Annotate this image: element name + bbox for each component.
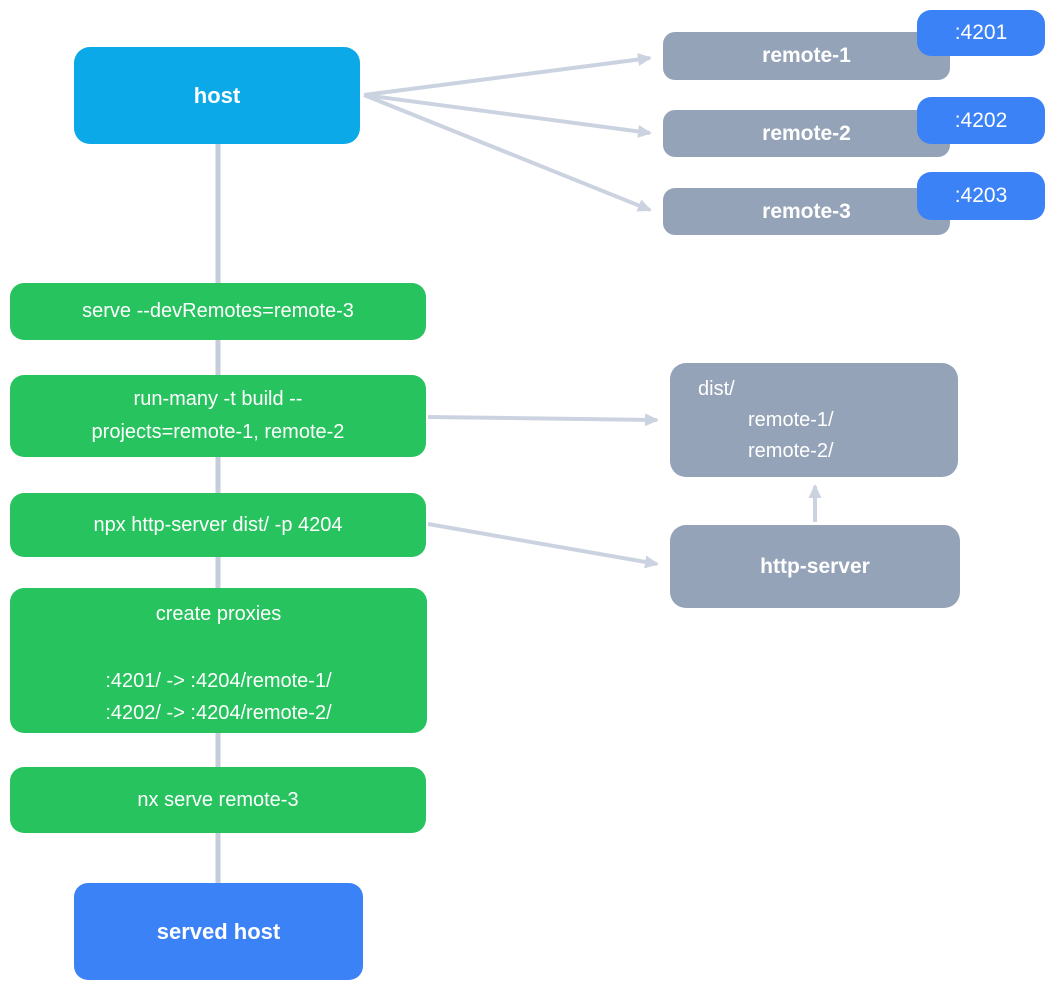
remote-3-label: remote-3: [762, 199, 851, 223]
host-label: host: [193, 82, 241, 108]
http-server-node: http-server: [670, 525, 960, 608]
run-many-line-2: projects=remote-1, remote-2: [91, 421, 345, 443]
nx-serve-label: nx serve remote-3: [137, 788, 299, 811]
proxy-mapping-2: :4202/ -> :4204/remote-2/: [105, 702, 332, 724]
arrow-npx-to-http-server: [427, 522, 659, 569]
port-badge-4201: :4201: [917, 10, 1045, 56]
step-run-many-build: run-many -t build -- projects=remote-1, …: [10, 375, 426, 457]
arrow-host-to-remote-1: [363, 53, 652, 97]
port-4202-label: :4202: [954, 108, 1008, 132]
port-4203-label: :4203: [954, 184, 1008, 207]
remote-1-node: remote-1: [663, 32, 950, 80]
port-4201-label: :4201: [954, 21, 1008, 44]
remote-2-label: remote-2: [762, 121, 851, 145]
port-badge-4202: :4202: [917, 97, 1045, 144]
arrow-host-to-remote-2: [363, 93, 652, 138]
host-node: host: [74, 47, 360, 144]
dist-remote-2-label: remote-2/: [748, 439, 834, 462]
remote-3-node: remote-3: [663, 188, 950, 235]
port-badge-4203: :4203: [917, 172, 1045, 220]
step-npx-http-server: npx http-server dist/ -p 4204: [10, 493, 426, 557]
dist-folder-node: dist/ remote-1/ remote-2/: [670, 363, 958, 477]
step-create-proxies: create proxies :4201/ -> :4204/remote-1/…: [10, 588, 427, 733]
arrow-host-to-remote-3: [363, 93, 652, 212]
dist-remote-1-label: remote-1/: [748, 408, 834, 431]
npx-http-server-label: npx http-server dist/ -p 4204: [93, 513, 343, 536]
step-serve-label: serve --devRemotes=remote-3: [82, 300, 354, 322]
arrow-run-many-to-dist: [427, 413, 659, 427]
step-serve-dev-remotes: serve --devRemotes=remote-3: [10, 283, 426, 340]
run-many-line-1: run-many -t build --: [133, 388, 303, 410]
proxy-mapping-1: :4201/ -> :4204/remote-1/: [105, 670, 332, 692]
dist-root-label: dist/: [698, 377, 735, 400]
step-nx-serve-remote-3: nx serve remote-3: [10, 767, 426, 833]
create-proxies-title: create proxies: [155, 603, 282, 625]
remote-2-node: remote-2: [663, 110, 950, 157]
served-host-label: served host: [156, 918, 281, 944]
http-server-label: http-server: [760, 554, 870, 578]
remote-1-label: remote-1: [762, 44, 851, 67]
served-host-node: served host: [74, 883, 363, 980]
